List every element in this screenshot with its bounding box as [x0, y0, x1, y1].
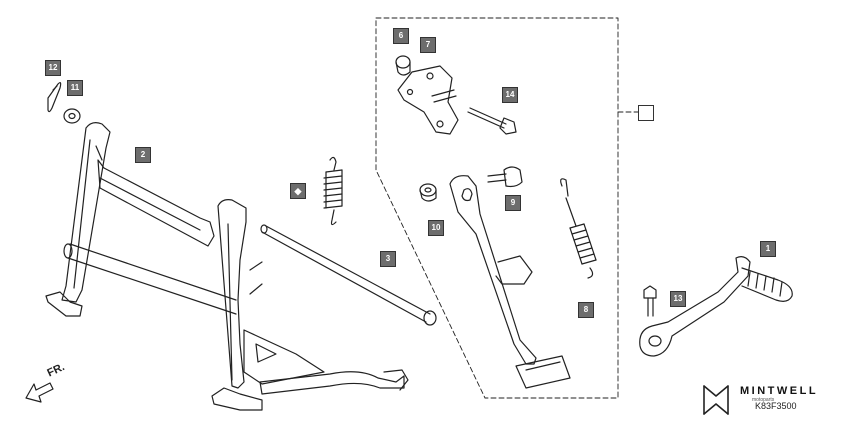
brand-subtitle: motoparts — [752, 397, 775, 403]
callout-13: 13 — [670, 291, 686, 307]
pivot-shaft-part — [260, 224, 437, 326]
diagram-code: K83F3500 — [755, 401, 797, 411]
callout-8: 8 — [578, 302, 594, 318]
callout-10: 10 — [428, 220, 444, 236]
callout-7: 7 — [420, 37, 436, 53]
washer-part — [63, 108, 81, 124]
side-stand-part — [449, 175, 571, 389]
main-stand-spring-part — [323, 156, 343, 226]
collar-part — [395, 55, 411, 76]
bracket-bolt-part — [467, 107, 517, 135]
brand-logo-icon — [703, 385, 729, 415]
callout-3: 3 — [380, 251, 396, 267]
split-pin-part — [47, 82, 62, 113]
main-stand-part — [45, 122, 409, 411]
callout-2: 2 — [135, 147, 151, 163]
callout-9: 9 — [505, 195, 521, 211]
front-direction-arrow — [25, 382, 54, 403]
spring-symbol-icon: ◆ — [290, 183, 306, 199]
side-stand-spring-part — [560, 178, 597, 279]
callout-14: 14 — [502, 87, 518, 103]
group-reference-box — [638, 105, 654, 121]
callout-6: 6 — [393, 28, 409, 44]
side-stand-pivot-bolt-part — [487, 166, 523, 188]
side-stand-group-outline — [375, 17, 619, 399]
callout-1: 1 — [760, 241, 776, 257]
pivot-collar-part — [419, 183, 437, 202]
side-stand-bracket-part — [397, 65, 459, 135]
brand-name: MINTWELL — [740, 385, 819, 397]
pedal-bolt-part — [643, 285, 657, 317]
gear-shift-pedal-part — [639, 256, 793, 357]
callout-11: 11 — [67, 80, 83, 96]
callout-12: 12 — [45, 60, 61, 76]
